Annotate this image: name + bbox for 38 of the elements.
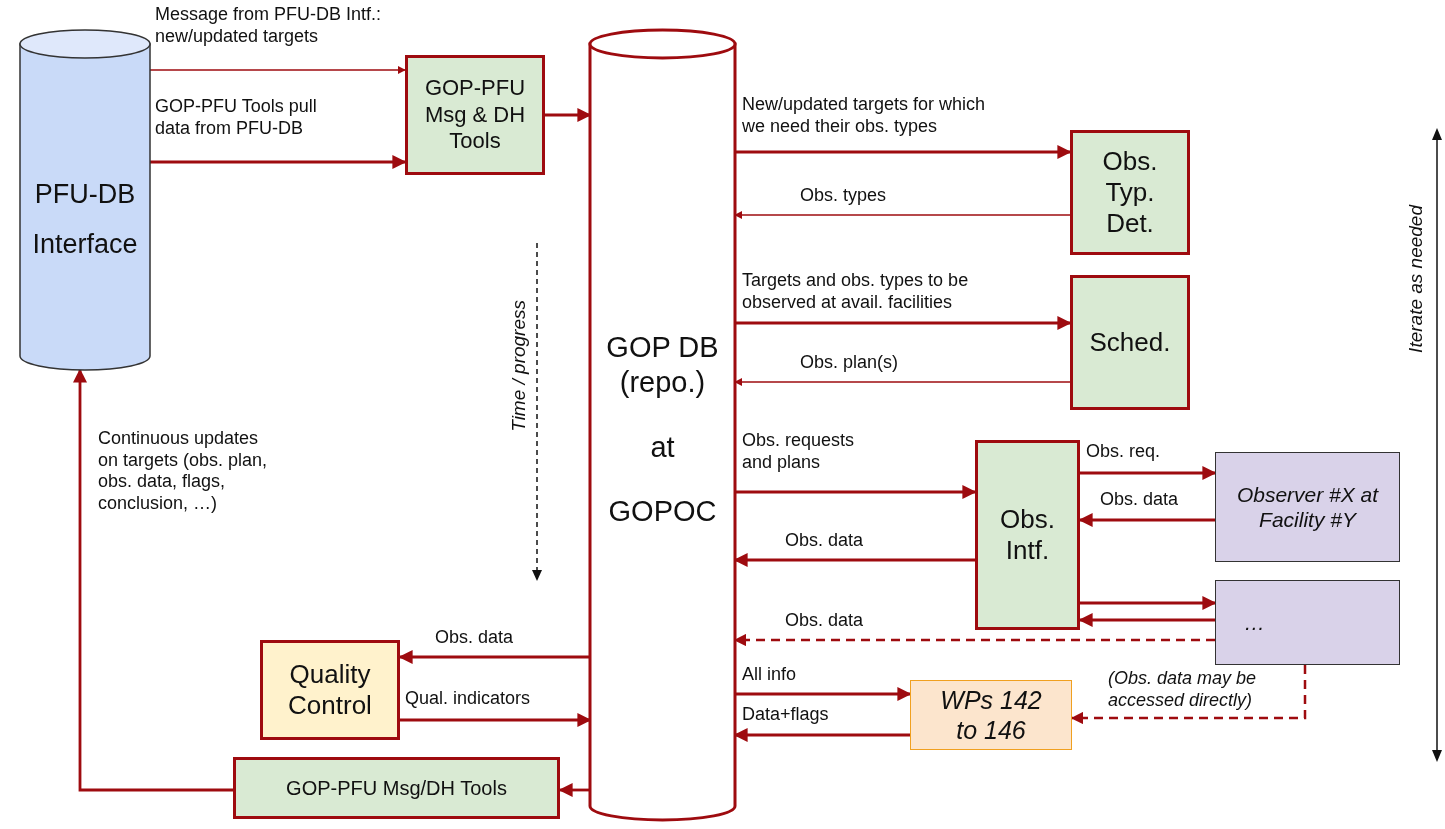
node-label: WPs 142 to 146 — [939, 685, 1043, 745]
node-label: GOP-PFU Msg & DH Tools — [423, 75, 527, 155]
process-box — [233, 757, 560, 819]
process-box — [1070, 275, 1190, 410]
arrow — [735, 145, 1072, 159]
arrow — [1070, 665, 1307, 725]
arrow — [558, 783, 590, 797]
axis-label: Time / progress — [508, 300, 530, 432]
node-label: GOPOC — [608, 494, 717, 530]
arrow — [1080, 596, 1217, 610]
node-label: Interface — [32, 228, 138, 261]
process-box — [1215, 452, 1400, 562]
arrow — [1080, 466, 1217, 480]
process-box — [1070, 130, 1190, 255]
arrow — [398, 650, 590, 664]
node-label: GOP DB (repo.) — [605, 330, 720, 400]
node-label: Obs. Typ. Det. — [1101, 145, 1159, 240]
node-label: Obs. Intf. — [999, 503, 1056, 567]
process-box — [1215, 580, 1400, 665]
arrow — [1078, 613, 1215, 627]
process-box — [910, 680, 1072, 750]
node-label: … — [1244, 609, 1265, 636]
node-label: Sched. — [1089, 326, 1171, 359]
arrow — [149, 66, 406, 74]
arrow — [735, 687, 912, 701]
process-box — [975, 440, 1080, 630]
node-label: GOP-PFU Msg/DH Tools — [286, 776, 507, 800]
node-label: Observer #X at Facility #Y — [1235, 481, 1380, 533]
arrow — [150, 155, 407, 169]
axis-label: Iterate as needed — [1405, 205, 1427, 353]
arrow — [735, 316, 1072, 330]
node-label: Quality Control — [287, 658, 373, 722]
arrow — [735, 485, 977, 499]
process-box — [405, 55, 545, 175]
node-label: PFU-DB — [34, 178, 136, 211]
node-label: at — [650, 429, 675, 465]
arrow — [1078, 513, 1215, 527]
process-box — [260, 640, 400, 740]
